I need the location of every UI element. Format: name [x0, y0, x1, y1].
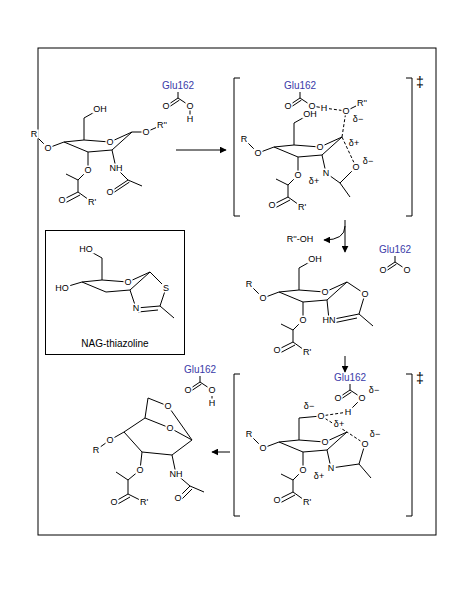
atom-label: O [272, 346, 281, 355]
atom-label: HN [322, 316, 337, 325]
atom-label: O [360, 440, 369, 449]
residue-label: Glu162 [378, 245, 412, 255]
anhydro-product [96, 376, 212, 505]
atom-label: OH [307, 255, 323, 264]
atom-label: R' [297, 203, 307, 212]
atom-label: HO [54, 284, 70, 293]
atom-label: O [357, 394, 366, 403]
atom-label: R' [87, 198, 97, 207]
frame [38, 48, 436, 535]
atom-label: O [183, 386, 192, 395]
atom-label: O [307, 102, 316, 111]
atom-label: δ+ [313, 472, 325, 481]
atom-label: O [173, 494, 182, 503]
atom-label: δ+ [333, 420, 345, 429]
atom-label: O [258, 444, 267, 453]
atom-label: O [360, 290, 369, 299]
residue-label: Glu162 [161, 81, 195, 91]
substrate-structure [34, 92, 190, 203]
atom-label: R' [139, 498, 149, 507]
atom-label: O [105, 436, 114, 445]
atom-label: O [293, 171, 302, 180]
atom-label: O [141, 128, 150, 137]
atom-label: δ− [368, 386, 380, 395]
atom-label: R''-OH [286, 235, 314, 244]
atom-label: NH [109, 164, 124, 173]
atom-label: O [351, 163, 360, 172]
atom-label: O [333, 394, 342, 403]
atom-label: NH [169, 470, 184, 479]
atom-label: R'' [356, 99, 368, 108]
atom-label: O [341, 107, 350, 116]
atom-label: δ− [303, 402, 315, 411]
atom-label: OH [92, 105, 108, 114]
atom-label: R [240, 135, 249, 144]
atom-label: O [43, 144, 52, 153]
atom-label: H [208, 399, 217, 408]
atom-label: O [165, 424, 174, 433]
atom-label: H [186, 115, 195, 124]
transition-state-mark: ‡ [415, 371, 425, 385]
atom-label: δ− [352, 115, 364, 124]
atom-label: O [163, 402, 172, 411]
atom-label: O [105, 188, 114, 197]
box-title: NAG-thiazoline [79, 338, 150, 349]
atom-label: N [322, 169, 331, 178]
atom-label: δ+ [308, 177, 320, 186]
atom-label: S [162, 284, 170, 293]
atom-label: δ+ [348, 139, 360, 148]
atom-label: O [135, 466, 144, 475]
atom-label: O [161, 102, 170, 111]
atom-label: O [272, 496, 281, 505]
atom-label: O [123, 278, 132, 287]
atom-label: O [105, 138, 114, 147]
atom-label: OH [302, 110, 318, 119]
residue-label: Glu162 [183, 365, 217, 375]
atom-label: O [320, 288, 329, 297]
atom-label: O [378, 266, 387, 275]
residue-label: Glu162 [333, 373, 367, 383]
atom-label: O [109, 498, 118, 507]
transition-state-1 [234, 78, 412, 216]
atom-label: O [207, 386, 216, 395]
transition-state-2 [234, 374, 412, 516]
atom-label: R [92, 446, 101, 455]
atom-label: R'' [156, 121, 168, 130]
atom-label: δ− [369, 430, 381, 439]
atom-label: O [185, 102, 194, 111]
atom-label: O [320, 438, 329, 447]
atom-label: O [402, 266, 411, 275]
atom-label: O [258, 294, 267, 303]
residue-label: Glu162 [283, 81, 317, 91]
atom-label: O [83, 166, 92, 175]
inhibitor-box: NAG-thiazoline [45, 230, 185, 355]
atom-label: O [283, 102, 292, 111]
atom-label: HO [78, 245, 94, 254]
atom-label: O [267, 201, 276, 210]
atom-label: O [315, 143, 324, 152]
thiazoline-structure [62, 249, 174, 318]
atom-label: R' [302, 348, 312, 357]
atom-label: R [245, 430, 254, 439]
oxazoline-intermediate [249, 256, 407, 353]
atom-label: O [57, 196, 66, 205]
atom-label: O [253, 149, 262, 158]
atom-label: H [344, 408, 353, 417]
atom-label: R [30, 130, 39, 139]
atom-label: O [298, 316, 307, 325]
transition-state-mark: ‡ [415, 75, 425, 89]
atom-label: H [320, 104, 329, 113]
atom-label: N [132, 304, 141, 313]
atom-label: O [298, 466, 307, 475]
atom-label: δ− [362, 157, 374, 166]
atom-label: R [245, 280, 254, 289]
atom-label: N [327, 464, 336, 473]
atom-label: R' [302, 498, 312, 507]
atom-label: O [316, 412, 325, 421]
